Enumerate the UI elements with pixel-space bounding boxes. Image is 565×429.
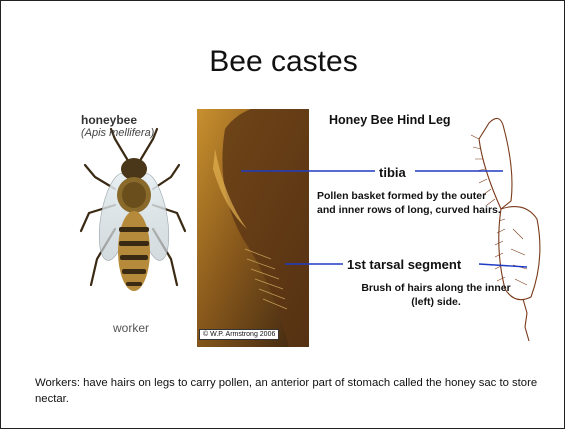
slide-title: Bee castes	[1, 45, 565, 79]
worker-bee-image	[81, 129, 185, 291]
tarsal-description: Brush of hairs along the inner (left) si…	[351, 281, 521, 309]
copyright-icon: ©	[203, 331, 208, 338]
photo-credit: © W.P. Armstrong 2006	[199, 329, 279, 340]
photo-credit-text: W.P. Armstrong 2006	[210, 331, 275, 338]
honeybee-label: honeybee	[81, 113, 137, 127]
figure-illustration	[75, 109, 555, 349]
slide-caption: Workers: have hairs on legs to carry pol…	[35, 375, 560, 408]
leg-photograph	[197, 109, 309, 347]
tibia-description: Pollen basket formed by the outer and in…	[317, 189, 507, 217]
bee-figure: honeybee (Apis mellifera) worker © W.P. …	[75, 109, 555, 349]
worker-label: worker	[113, 321, 149, 335]
scientific-name-label: (Apis mellifera)	[81, 127, 154, 139]
leg-title: Honey Bee Hind Leg	[329, 113, 451, 127]
tibia-label: tibia	[377, 165, 408, 180]
tarsal-label: 1st tarsal segment	[345, 257, 463, 272]
